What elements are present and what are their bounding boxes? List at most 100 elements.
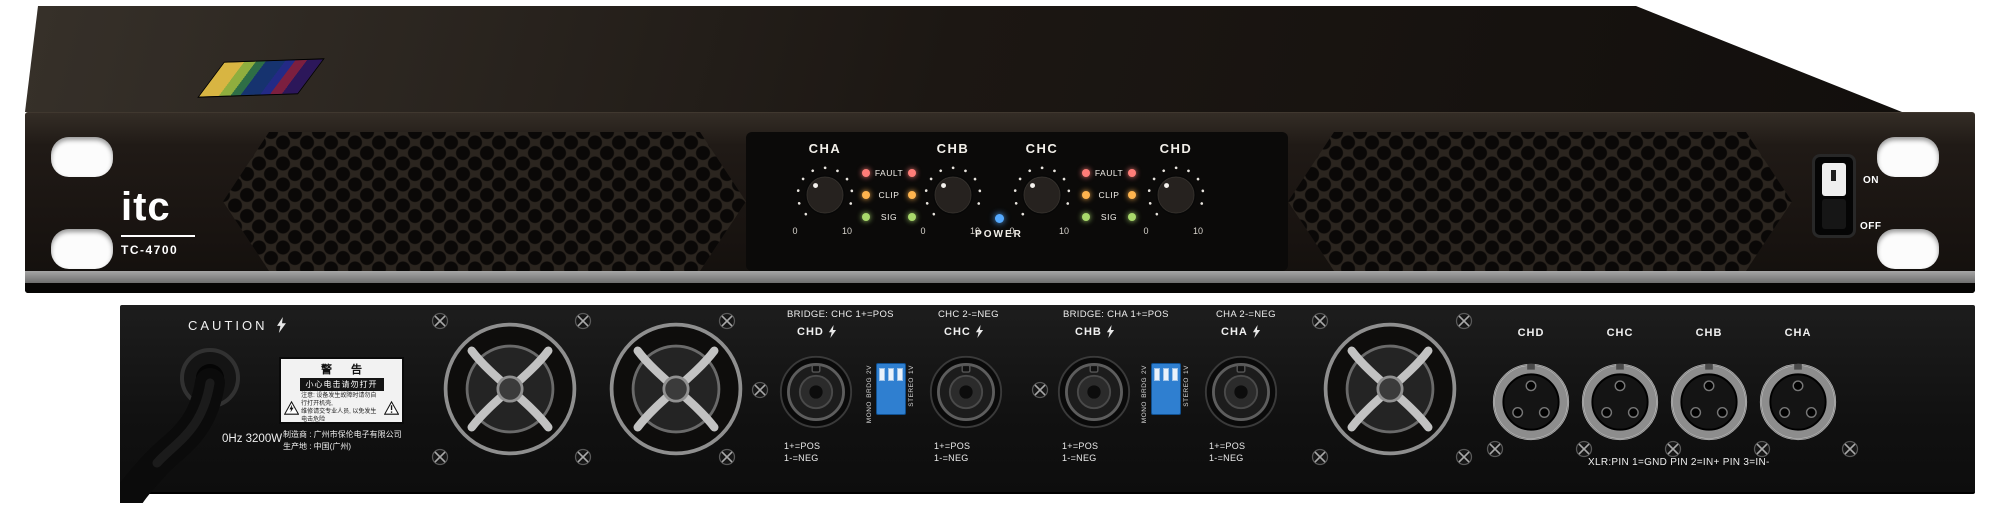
channel-label-chb: CHB (936, 141, 970, 156)
knob-max: 10 (841, 226, 852, 236)
mode-dip-switch-1[interactable]: 2V BRDG MONO 1V STEREO (866, 363, 916, 423)
signal-led (862, 213, 870, 221)
fan-grille-1 (440, 319, 580, 459)
xlr-connector-cha (1758, 362, 1838, 442)
dip-label-mono: MONO (1141, 400, 1148, 423)
power-switch[interactable] (1812, 154, 1856, 238)
screw-icon (1310, 311, 1330, 331)
knob-max: 10 (969, 226, 980, 236)
dip-toggle[interactable] (888, 368, 894, 381)
clip-led (862, 191, 870, 199)
clip-led-label: CLIP (1098, 190, 1120, 200)
dip-switch-body[interactable] (1151, 363, 1181, 415)
knob-min: 0 (792, 226, 798, 236)
terminal-pos: 1+=POS (934, 441, 971, 451)
dip-label-2v: 2V (866, 365, 873, 374)
terminal-label-cha: 1+=POS 1-=NEG (1209, 441, 1245, 464)
signal-led-label: SIG (880, 212, 898, 222)
front-panel: itc TC-4700 CHA CHB CHC CHD 0 10 0 10 0 … (25, 112, 1975, 293)
power-rocker-off[interactable] (1822, 199, 1846, 229)
signal-led (908, 213, 916, 221)
fault-led (1082, 169, 1090, 177)
terminal-neg: 1-=NEG (1209, 452, 1244, 463)
screw-icon (750, 380, 770, 400)
bottom-trim-strip (25, 271, 1975, 283)
power-rocker-on[interactable] (1822, 163, 1846, 196)
channel-name: CHD (797, 325, 824, 338)
dip-label-stereo: STEREO (1183, 376, 1190, 407)
warning-strip-text: 小心电击请勿打开 (299, 378, 384, 391)
xlr-label-chb: CHB (1695, 327, 1723, 339)
caution-label: CAUTION (188, 317, 287, 333)
terminal-label-chd: 1+=POS 1-=NEG (784, 441, 820, 464)
fault-led-label: FAULT (1094, 168, 1124, 178)
dip-labels-left: 2V BRDG MONO (866, 363, 874, 423)
speakon-connector-chd (778, 354, 854, 430)
control-console: CHA CHB CHC CHD 0 10 0 10 0 10 0 10 FAUL… (746, 132, 1288, 271)
dip-toggle[interactable] (879, 368, 885, 381)
screw-icon (717, 311, 737, 331)
warning-notes: 注意: 设备发生故障时请勿自行打开机壳, 维修请交专业人员, 以免发生电击危险 (301, 392, 382, 424)
rack-ear-hole (51, 229, 113, 269)
bridge-note-chc-neg: CHC 2-=NEG (938, 309, 999, 320)
channel-label-chd: CHD (1159, 141, 1193, 156)
xlr-label-chd: CHD (1517, 327, 1545, 339)
screw-icon (1485, 439, 1505, 459)
dip-labels-left: 2V BRDG MONO (1141, 363, 1149, 423)
logo-underline (121, 235, 195, 237)
led-row-fault: FAULT (1061, 162, 1157, 184)
dip-toggle[interactable] (897, 368, 903, 381)
dip-toggle[interactable] (1163, 368, 1169, 381)
channel-label-cha: CHA (808, 141, 842, 156)
terminal-neg: 1-=NEG (1062, 452, 1097, 463)
bottom-edge (25, 283, 1975, 293)
fault-led (1128, 169, 1136, 177)
dip-label-brdg: BRDG (866, 376, 873, 398)
terminal-pos: 1+=POS (1209, 441, 1246, 451)
dip-toggle[interactable] (1154, 368, 1160, 381)
speakon-connector-cha (1203, 354, 1279, 430)
bridge-note-cha: BRIDGE: CHA 1+=POS (1063, 309, 1169, 320)
lightning-icon (975, 325, 984, 338)
dip-label-stereo: STEREO (908, 376, 915, 407)
warning-title: 警 告 (320, 364, 371, 376)
knob-min: 0 (920, 226, 926, 236)
mode-dip-switch-2[interactable]: 2V BRDG MONO 1V STEREO (1141, 363, 1191, 423)
knob-min: 0 (1009, 226, 1015, 236)
screw-icon (1752, 439, 1772, 459)
bridge-note-chc: BRIDGE: CHC 1+=POS (787, 309, 894, 320)
fan-grille-3 (1320, 319, 1460, 459)
rack-ear-hole (1877, 229, 1939, 269)
terminal-label-chb: 1+=POS 1-=NEG (1062, 441, 1098, 464)
lightning-icon (1252, 325, 1261, 338)
fault-led-label: FAULT (874, 168, 904, 178)
origin-text: 生产地 : 中国(广州) (283, 442, 351, 451)
warning-exclamation-triangle-icon (384, 399, 399, 417)
dip-toggle[interactable] (1172, 368, 1178, 381)
power-rating-text: 0Hz 3200W (222, 433, 283, 445)
xlr-label-chc: CHC (1606, 327, 1634, 339)
knob-max: 10 (1192, 226, 1203, 236)
terminal-pos: 1+=POS (784, 441, 821, 451)
led-column-ab: FAULT CLIP SIG (841, 162, 937, 228)
channel-label-chc: CHC (1025, 141, 1059, 156)
power-cord (120, 348, 240, 503)
led-row-fault: FAULT (841, 162, 937, 184)
terminal-label-chc: 1+=POS 1-=NEG (934, 441, 970, 464)
caution-text: CAUTION (188, 317, 268, 333)
channel-name: CHC (944, 325, 971, 338)
clip-led (908, 191, 916, 199)
clip-led-label: CLIP (878, 190, 900, 200)
terminal-pos: 1+=POS (1062, 441, 1099, 451)
channel-name: CHB (1075, 325, 1102, 338)
clip-led (1128, 191, 1136, 199)
lightning-icon (1106, 325, 1115, 338)
screw-icon (1663, 439, 1683, 459)
dip-label-1v: 1V (1183, 365, 1190, 374)
led-column-cd: FAULT CLIP SIG (1061, 162, 1157, 228)
power-led-label: POWER (975, 229, 1023, 240)
dip-switch-body[interactable] (876, 363, 906, 415)
terminal-neg: 1-=NEG (934, 452, 969, 463)
screw-icon (1030, 380, 1050, 400)
